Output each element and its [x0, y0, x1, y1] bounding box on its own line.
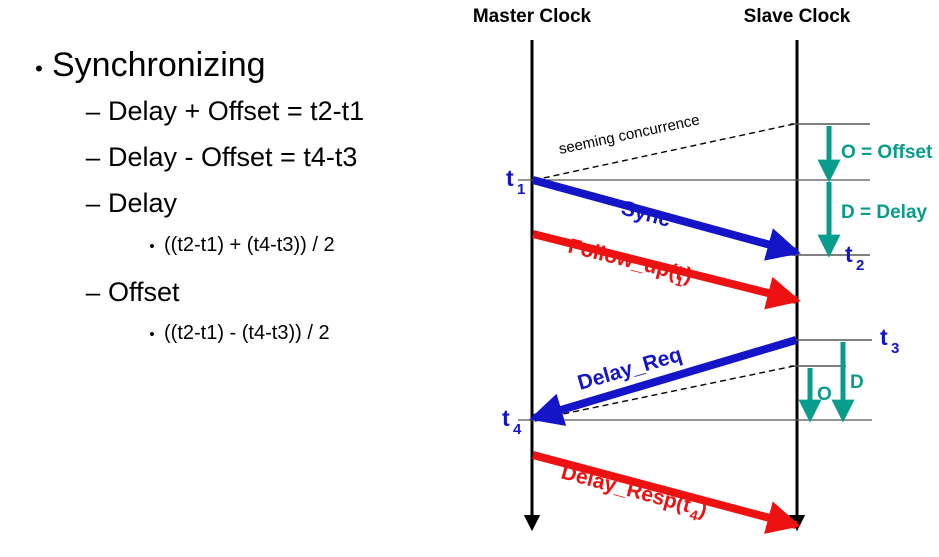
bullet-marker-dash: – [85, 142, 101, 172]
bullet-marker-dot: • [149, 238, 155, 255]
message-arrow-delay-req [529, 336, 798, 426]
bullet-item-delay-minus-offset: – Delay - Offset = t4-t3 [78, 142, 358, 173]
seeming-concurrence-line-bottom [533, 365, 795, 421]
seeming-concurrence-line-top [533, 123, 795, 181]
bullet-marker-dot: • [149, 326, 155, 343]
message-label-delay-resp-sub: 4 [688, 506, 700, 524]
message-label-delay-resp-text: Delay_Resp(t [559, 461, 693, 518]
message-arrow-follow-up [532, 230, 801, 310]
slide-bullet-panel: • Synchronizing – Delay + Offset = t2-t1… [26, 46, 364, 345]
message-label-follow-up-text: Follow_up(t [566, 235, 686, 286]
timestamp-t1-sub: 1 [517, 181, 525, 198]
measure-label-offset-bottom: O [817, 384, 832, 405]
bullet-marker-dash: – [85, 277, 101, 307]
bullet-label: Delay [108, 188, 178, 218]
timestamp-t1: t 1 [506, 165, 525, 198]
timestamp-t3-base: t [880, 324, 888, 350]
message-label-follow-up: Follow_up(t 1 ) [566, 235, 695, 290]
bullet-label: Offset [108, 277, 180, 307]
lifeline-header-slave: Slave Clock [744, 6, 851, 27]
bullet-item-delay: – Delay [78, 188, 177, 219]
message-arrow-delay-resp [531, 451, 801, 534]
bullet-label: Delay + Offset = t2-t1 [108, 96, 365, 126]
measure-label-delay-bottom: D [850, 372, 864, 393]
timestamp-t2: t 2 [845, 241, 864, 274]
bullet-marker-dot: • [35, 56, 43, 81]
ptp-sequence-diagram: Master Clock Slave Clock seeming concurr… [460, 0, 939, 557]
bullet-item-synchronizing: • Synchronizing [26, 46, 266, 85]
measure-label-offset-top: O = Offset [841, 142, 933, 163]
timestamp-t4-sub: 4 [513, 421, 522, 438]
measure-label-delay-top: D = Delay [841, 202, 928, 223]
message-label-sync: Sync [619, 197, 674, 232]
timestamp-t4: t 4 [502, 405, 522, 438]
timestamp-t3: t 3 [880, 324, 899, 357]
timestamp-t2-sub: 2 [856, 257, 864, 274]
seeming-concurrence-label: seeming concurrence [557, 111, 701, 157]
message-arrow-sync [531, 176, 801, 261]
bullet-item-offset-formula: • ((t2-t1) - (t4-t3)) / 2 [140, 322, 330, 345]
timestamp-t2-base: t [845, 241, 853, 267]
bullet-marker-dash: – [85, 96, 101, 126]
bullet-item-offset: – Offset [78, 277, 180, 308]
message-label-follow-up-sub: 1 [673, 272, 685, 289]
lifeline-header-master: Master Clock [473, 6, 592, 27]
bullet-marker-dash: – [85, 188, 101, 218]
bullet-item-delay-formula: • ((t2-t1) + (t4-t3)) / 2 [140, 234, 335, 257]
bullet-item-delay-plus-offset: – Delay + Offset = t2-t1 [78, 96, 364, 127]
timestamp-t4-base: t [502, 405, 510, 431]
timestamp-t1-base: t [506, 165, 514, 191]
timestamp-t3-sub: 3 [891, 340, 899, 357]
bullet-label: Delay - Offset = t4-t3 [108, 142, 358, 172]
bullet-label: ((t2-t1) + (t4-t3)) / 2 [164, 234, 335, 256]
bullet-label: Synchronizing [52, 46, 266, 84]
bullet-label: ((t2-t1) - (t4-t3)) / 2 [164, 322, 330, 344]
message-label-delay-resp: Delay_Resp(t 4 ) [559, 461, 710, 524]
